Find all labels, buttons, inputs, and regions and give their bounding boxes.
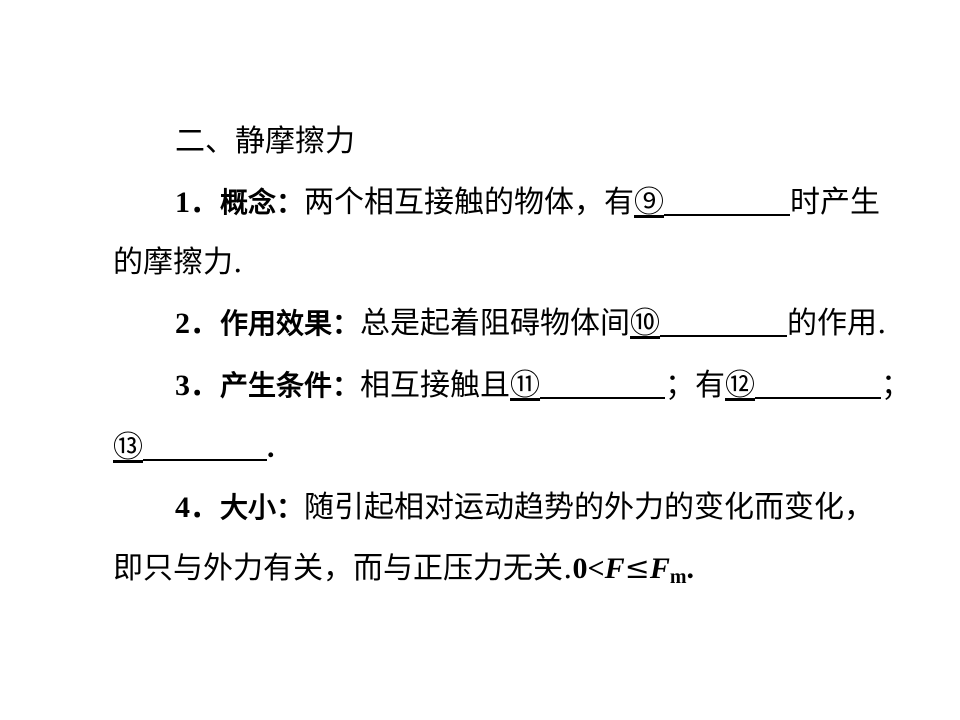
formula-var-f: F — [604, 552, 625, 585]
blank-12 — [755, 369, 882, 399]
formula-lead: 0< — [572, 552, 605, 585]
item-4-number: 4． — [175, 491, 220, 524]
item-2-after: 的作用. — [787, 306, 887, 341]
formula-subscript: m — [669, 566, 687, 588]
item-1-after: 时产生 — [790, 185, 881, 220]
item-3-sep-b: ； — [881, 368, 912, 403]
item-1-line-2: 的摩擦力. — [113, 243, 913, 283]
blank-10 — [660, 307, 788, 337]
section-title-text: 二、静摩擦力 — [175, 124, 355, 159]
item-1-number: 1． — [175, 186, 220, 219]
item-1-line-1: 1．概念：两个相互接触的物体，有⑨ 时产生 — [175, 183, 960, 223]
blank-9-marker: ⑨ — [634, 185, 665, 220]
blank-11 — [540, 369, 666, 399]
blank-13 — [143, 431, 267, 461]
item-4-heading: 大小： — [220, 491, 305, 524]
item-3-sep-a: ；有 — [665, 368, 726, 403]
item-1-text: 两个相互接触的物体，有 — [304, 185, 635, 220]
item-3-line-1: 3．产生条件：相互接触且⑪ ；有⑫ ； — [175, 366, 960, 406]
item-3-number: 3． — [175, 369, 220, 402]
blank-13-marker: ⑬ — [113, 430, 143, 465]
item-3-line-2: ⑬. — [113, 428, 913, 468]
blank-10-marker: ⑩ — [630, 306, 661, 341]
item-4-line-1: 4．大小：随引起相对运动趋势的外力的变化而变化， — [175, 488, 960, 528]
item-3-heading: 产生条件： — [220, 369, 361, 402]
item-1-heading: 概念： — [220, 186, 305, 219]
formula-end: . — [686, 552, 695, 585]
item-1-continued: 的摩擦力. — [113, 245, 243, 280]
item-3-end: . — [267, 431, 275, 464]
section-title: 二、静摩擦力 — [175, 122, 960, 162]
item-2-line: 2．作用效果：总是起着阻碍物体间⑩ 的作用. — [175, 304, 960, 344]
formula-var-fm: F — [649, 552, 670, 585]
item-3-text: 相互接触且 — [360, 368, 511, 403]
item-4-line-2: 即只与外力有关，而与正压力无关.0<F≤Fm. — [113, 549, 913, 597]
item-4-text: 随引起相对运动趋势的外力的变化而变化， — [304, 490, 875, 525]
item-4-continued: 即只与外力有关，而与正压力无关. — [113, 551, 573, 586]
blank-12-marker: ⑫ — [725, 368, 756, 403]
formula-relation: ≤ — [624, 551, 650, 586]
item-2-heading: 作用效果： — [220, 307, 361, 340]
item-2-text: 总是起着阻碍物体间 — [360, 306, 631, 341]
item-2-number: 2． — [175, 307, 220, 340]
blank-11-marker: ⑪ — [510, 368, 541, 403]
blank-9 — [664, 186, 791, 216]
